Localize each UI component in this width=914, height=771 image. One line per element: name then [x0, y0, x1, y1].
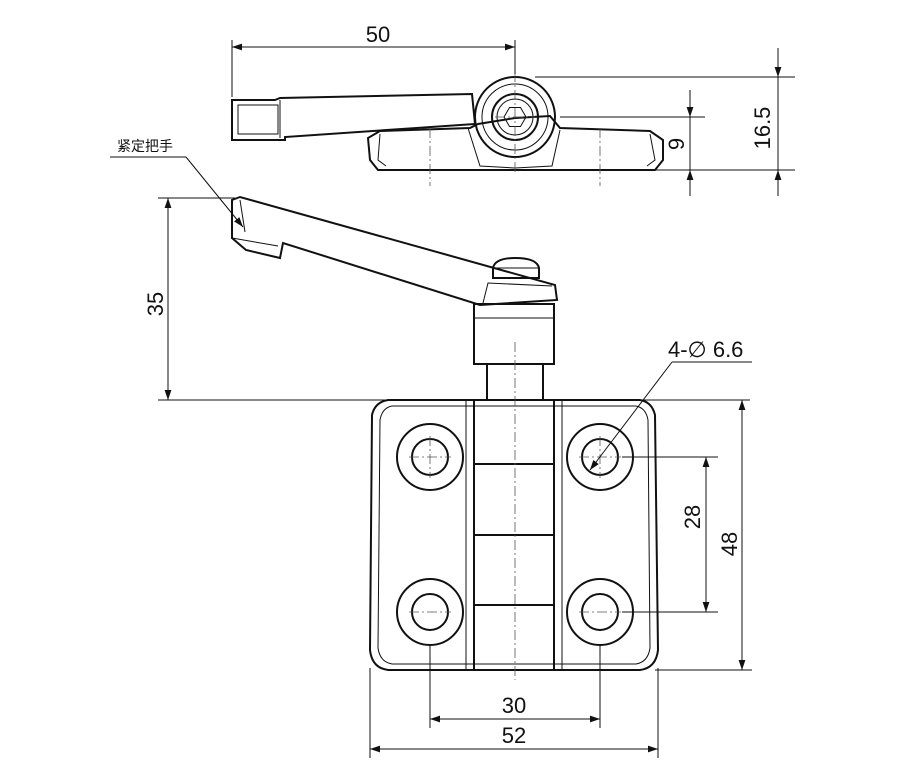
- dimension-48: 48: [655, 400, 752, 671]
- centre-lines: [409, 342, 621, 680]
- hole-callout: 4-∅ 6.6: [589, 337, 752, 471]
- front-view-handle: [231, 195, 559, 401]
- dimension-28: 28: [622, 456, 718, 613]
- dimension-50-label: 50: [366, 22, 390, 47]
- dimension-30: 30: [429, 645, 601, 728]
- dimension-50: 50: [231, 22, 516, 97]
- dimension-16-5-label: 16.5: [750, 107, 775, 150]
- dimension-52-label: 52: [502, 723, 526, 748]
- dimension-30-label: 30: [502, 693, 526, 718]
- dimension-16-5: 16.5: [535, 48, 795, 196]
- dimension-52: 52: [369, 668, 659, 758]
- handle-label-callout: 紧定把手: [110, 138, 244, 228]
- dimension-35-label: 35: [143, 292, 168, 316]
- dimension-28-label: 28: [680, 505, 705, 529]
- dimension-9: 9: [560, 90, 705, 196]
- front-view-body: [368, 399, 660, 671]
- top-view: [231, 72, 664, 186]
- dimension-48-label: 48: [717, 532, 742, 556]
- hole-callout-label: 4-∅ 6.6: [668, 337, 743, 362]
- dimension-9-label: 9: [664, 138, 689, 150]
- handle-label: 紧定把手: [117, 138, 173, 154]
- dimension-35: 35: [143, 197, 750, 401]
